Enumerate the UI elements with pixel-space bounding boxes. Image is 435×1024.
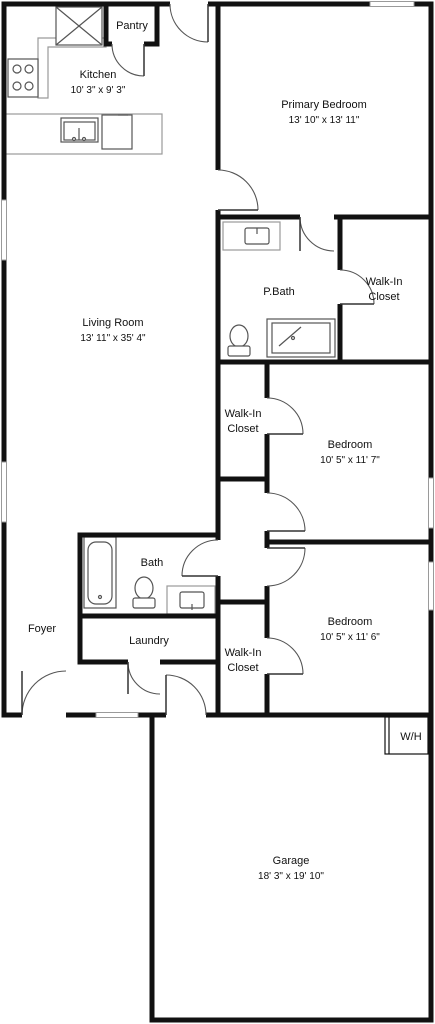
garage-dims: 18' 3" x 19' 10": [258, 871, 324, 882]
pbath-label: P.Bath: [263, 286, 295, 298]
laundry-label: Laundry: [129, 635, 169, 647]
walkin-primary-label: Walk-In: [366, 276, 403, 288]
bath-label: Bath: [141, 557, 164, 569]
bathtub-icon: [83, 536, 117, 609]
kitchen-label: Kitchen: [80, 69, 117, 81]
walkin-lower-label: Walk-In: [225, 647, 262, 659]
kitchen-sink-icon: [60, 117, 99, 143]
windows: [1, 1, 434, 718]
bedroom-lower-dims: 10' 5" x 11' 6": [320, 632, 380, 643]
primary-bath-toilet-icon: [227, 324, 251, 357]
kitchen-dims: 10' 3" x 9' 3": [71, 85, 126, 96]
walkin-primary-label-2: Closet: [368, 291, 399, 303]
shower-icon: [266, 318, 336, 358]
fridge-icon: [55, 6, 103, 46]
range-icon: [7, 58, 39, 98]
doors: [21, 0, 375, 719]
foyer-label: Foyer: [28, 623, 56, 635]
bedroom-lower-label: Bedroom: [328, 616, 373, 628]
primary-bedroom-dims: 13' 10" x 13' 11": [289, 115, 360, 126]
walkin-lower-label-2: Closet: [227, 662, 258, 674]
living-room-dims: 13' 11" x 35' 4": [80, 333, 146, 344]
primary-bath-vanity-icon: [222, 221, 281, 251]
bedroom-upper-label: Bedroom: [328, 439, 373, 451]
living-room-label: Living Room: [82, 317, 143, 329]
primary-bedroom-label: Primary Bedroom: [281, 99, 367, 111]
bedroom-upper-dims: 10' 5" x 11' 7": [320, 455, 380, 466]
bath-vanity-icon: [166, 585, 216, 615]
bath-toilet-icon: [132, 576, 156, 609]
water-heater-label: W/H: [400, 731, 421, 743]
pantry-label: Pantry: [116, 20, 148, 32]
walkin-mid-label: Walk-In: [225, 408, 262, 420]
garage-label: Garage: [273, 855, 310, 867]
dishwasher-icon: [101, 114, 133, 150]
walkin-mid-label-2: Closet: [227, 423, 258, 435]
room-labels: Pantry Kitchen 10' 3" x 9' 3" Primary Be…: [28, 20, 422, 882]
